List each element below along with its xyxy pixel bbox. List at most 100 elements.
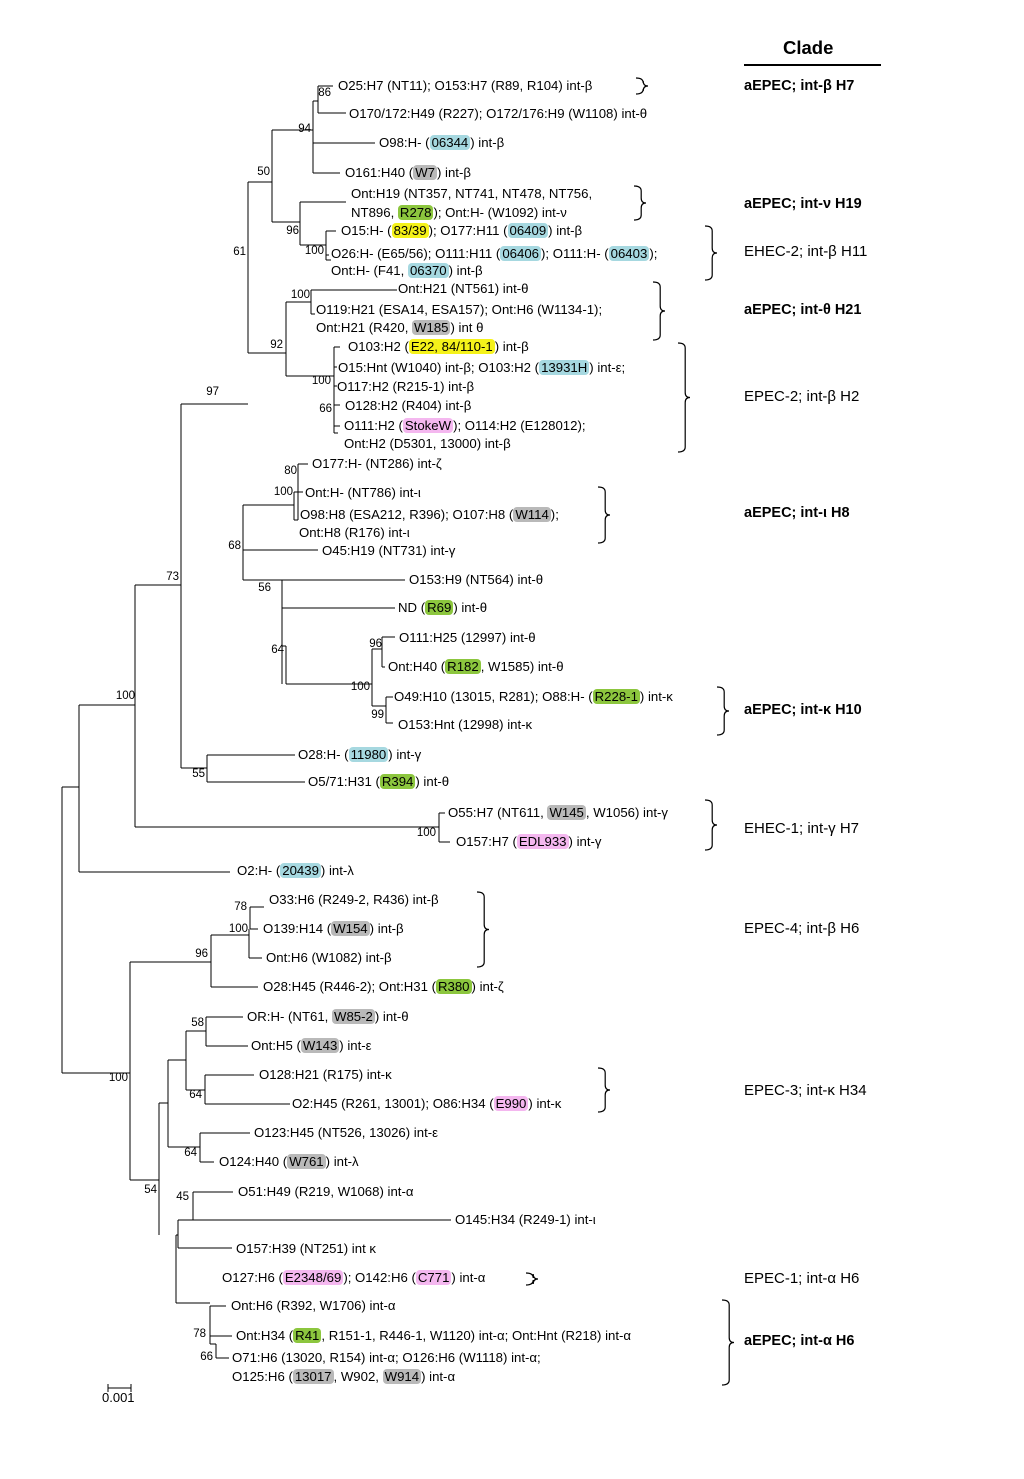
strain-highlight: R278 (397, 205, 434, 220)
clade-label: EPEC-4; int-β H6 (744, 920, 860, 937)
label-text: ) int-θ (374, 1009, 409, 1024)
strain-highlight: StokeW (402, 418, 454, 433)
label-text: O127:H6 ( (222, 1270, 283, 1285)
strain-highlight: W114 (513, 507, 551, 522)
leaf-label: O157:H7 (EDL933) int-γ (456, 834, 601, 849)
bootstrap-value: 73 (166, 571, 179, 583)
leaf-label: O119:H21 (ESA14, ESA157); Ont:H6 (W1134-… (316, 302, 602, 317)
strain-highlight: E2348/69 (282, 1270, 344, 1285)
label-text: ) int θ (450, 320, 484, 335)
label-text: , R151-1, R446-1, W1120) int-α; Ont:Hnt … (321, 1328, 632, 1343)
label-text: O119:H21 (ESA14, ESA157); Ont:H6 (W1134-… (316, 302, 603, 317)
label-text: O177:H- (NT286) int-ζ (312, 456, 442, 471)
clade-brace (634, 185, 647, 221)
leaf-label: O123:H45 (NT526, 13026) int-ε (254, 1125, 438, 1140)
leaf-label: Ont:H2 (D5301, 13000) int-β (344, 436, 511, 451)
bootstrap-value: 86 (318, 87, 331, 99)
bootstrap-value: 66 (200, 1351, 213, 1363)
strain-highlight: 11980 (348, 747, 389, 762)
label-text: O161:H40 ( (345, 165, 414, 180)
leaf-label: O157:H39 (NT251) int κ (236, 1241, 376, 1256)
leaf-label: O103:H2 (E22, 84/110-1) int-β (348, 339, 529, 354)
strain-highlight: E22, 84/110-1 (408, 339, 495, 354)
bootstrap-value: 100 (311, 375, 331, 387)
strain-highlight: 06406 (500, 246, 541, 261)
leaf-label: O111:H25 (12997) int-θ (399, 630, 536, 645)
clade-label: EPEC-3; int-κ H34 (744, 1082, 867, 1099)
strain-highlight: 83/39 (391, 223, 429, 238)
bootstrap-value: 100 (115, 690, 135, 702)
label-text: O145:H34 (R249-1) int-ι (455, 1212, 596, 1227)
clade-brace (717, 686, 730, 736)
label-text: O71:H6 (13020, R154) int-α; O126:H6 (W11… (232, 1350, 541, 1365)
bootstrap-value: 96 (369, 638, 382, 650)
leaf-label: O51:H49 (R219, W1068) int-α (238, 1184, 413, 1199)
leaf-label: Ont:H8 (R176) int-ι (299, 525, 410, 540)
label-text: O170/172:H49 (R227); O172/176:H9 (W1108)… (349, 106, 648, 121)
leaf-label: O98:H8 (ESA212, R396); O107:H8 (W114); (300, 507, 559, 522)
label-text: O98:H8 (ESA212, R396); O107:H8 ( (300, 507, 514, 522)
clade-header: Clade (783, 37, 834, 58)
label-text: Ont:H- (NT786) int-ι (305, 485, 421, 500)
label-text: , W1056) int-γ (585, 805, 668, 820)
label-text: ); Ont:H- (W1092) int-ν (433, 205, 567, 220)
bootstrap-value: 78 (193, 1328, 206, 1340)
strain-highlight: R41 (293, 1328, 322, 1343)
bootstrap-value: 100 (416, 827, 436, 839)
bootstrap-value: 94 (298, 123, 311, 135)
strain-highlight: 13017 (292, 1369, 334, 1384)
label-text: O153:Hnt (12998) int-κ (398, 717, 533, 732)
bootstrap-value: 100 (304, 245, 324, 257)
label-text: O103:H2 ( (348, 339, 409, 354)
leaf-label: O5/71:H31 (R394) int-θ (308, 774, 449, 789)
label-text: O128:H21 (R175) int-κ (259, 1067, 392, 1082)
label-text: O15:H- ( (341, 223, 392, 238)
label-text: Ont:H8 (R176) int-ι (299, 525, 410, 540)
label-text: OR:H- (NT61, (247, 1009, 332, 1024)
bootstrap-value: 55 (192, 768, 205, 780)
bootstrap-value: 92 (270, 339, 283, 351)
label-text: O139:H14 ( (263, 921, 332, 936)
clade-brace (598, 1067, 611, 1113)
label-text: Ont:H6 (W1082) int-β (266, 950, 392, 965)
label-text: Ont:H5 ( (251, 1038, 301, 1053)
strain-highlight: 06409 (507, 223, 549, 238)
leaf-label: OR:H- (NT61, W85-2) int-θ (247, 1009, 409, 1024)
scale-bar-label: 0.001 (102, 1390, 135, 1405)
clade-brace (705, 225, 718, 281)
label-text: ) int-ζ (471, 979, 504, 994)
clade-label: aEPEC; int-ι H8 (744, 505, 850, 521)
label-text: O25:H7 (NT11); O153:H7 (R89, R104) int-β (338, 78, 593, 93)
strain-highlight: E990 (493, 1096, 529, 1111)
label-text: O111:H2 ( (344, 418, 403, 433)
clade-label: EHEC-1; int-γ H7 (744, 820, 860, 837)
leaf-label: O15:H- (83/39); O177:H11 (06409) int-β (341, 223, 582, 238)
leaf-label: O128:H21 (R175) int-κ (259, 1067, 392, 1082)
label-text: O98:H- ( (379, 135, 430, 150)
clade-label: aEPEC; int-ν H19 (744, 196, 862, 212)
leaf-label: O15:Hnt (W1040) int-β; O103:H2 (13931H) … (338, 360, 625, 375)
leaf-label: O111:H2 (StokeW); O114:H2 (E128012); (344, 418, 586, 433)
label-text: O45:H19 (NT731) int-γ (322, 543, 456, 558)
bootstrap-value: 68 (228, 540, 241, 552)
strain-highlight: 13931H (539, 360, 590, 375)
leaf-label: O26:H- (E65/56); O111:H11 (06406); O111:… (331, 246, 657, 261)
label-text: ) int-β (494, 339, 529, 354)
leaf-label: O55:H7 (NT611, W145, W1056) int-γ (448, 805, 668, 820)
strain-highlight: R69 (425, 600, 454, 615)
label-text: ) int-θ (453, 600, 488, 615)
leaf-label: Ont:H19 (NT357, NT741, NT478, NT756, (351, 186, 592, 201)
strain-highlight: W185 (412, 320, 451, 335)
leaf-label: Ont:H34 (R41, R151-1, R446-1, W1120) int… (236, 1328, 631, 1343)
leaf-label: O125:H6 (13017, W902, W914) int-α (232, 1369, 455, 1384)
strain-highlight: W914 (382, 1369, 422, 1384)
clade-label: EPEC-1; int-α H6 (744, 1270, 860, 1287)
label-text: Ont:H2 (D5301, 13000) int-β (344, 436, 511, 451)
label-text: O26:H- (E65/56); O111:H11 ( (331, 246, 501, 261)
leaf-label: O170/172:H49 (R227); O172/176:H9 (W1108)… (349, 106, 647, 121)
leaf-label: Ont:H40 (R182, W1585) int-θ (388, 659, 564, 674)
label-text: O124:H40 ( (219, 1154, 288, 1169)
leaf-label: O117:H2 (R215-1) int-β (337, 379, 474, 394)
leaf-label: Ont:H21 (NT561) int-θ (398, 281, 528, 296)
